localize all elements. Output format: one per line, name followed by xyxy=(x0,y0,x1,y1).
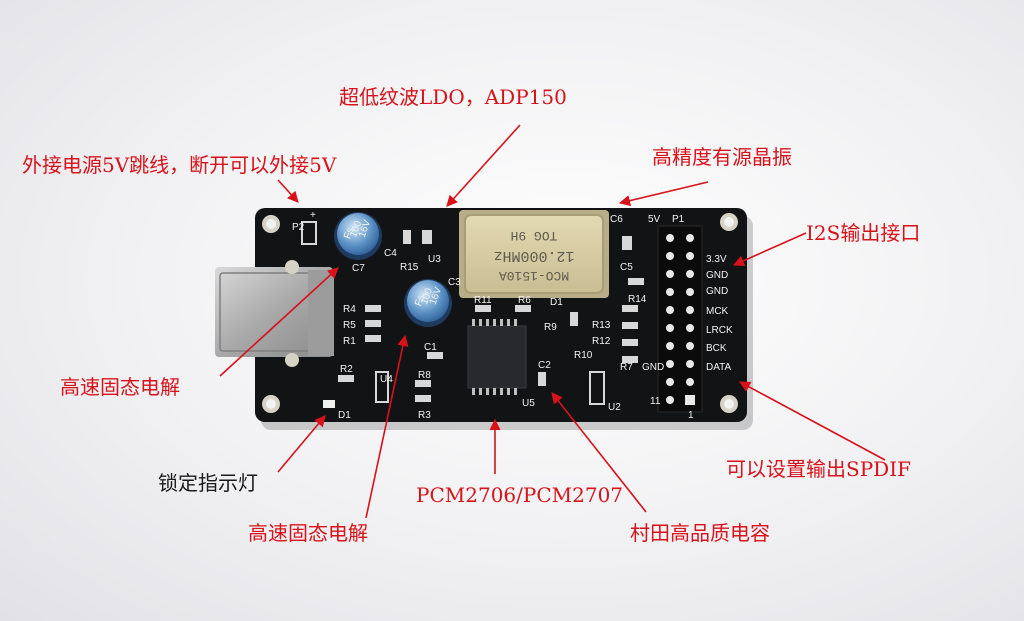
silk-c7: C7 xyxy=(352,263,365,274)
pcb-board xyxy=(255,208,747,422)
silk-u5: U5 xyxy=(522,398,535,409)
arrow-ldo xyxy=(446,124,521,207)
silk-d1: D1 xyxy=(338,410,351,421)
usb-connector xyxy=(215,260,334,367)
silk-r8: R8 xyxy=(418,370,431,381)
annotation-jumper: 外接电源5V跳线，断开可以外接5V xyxy=(22,153,337,177)
pin-label-3v3: 3.3V xyxy=(706,254,727,265)
silk-r9: R9 xyxy=(544,322,557,333)
annotation-murata: 村田高品质电容 xyxy=(630,521,770,545)
arrow-led xyxy=(277,415,326,473)
crystal-oscillator: MCO-1510A 12.000MHz TOG 9H xyxy=(459,210,609,298)
annotation-cap-left: 高速固态电解 xyxy=(60,375,180,399)
silk-r15: R15 xyxy=(400,262,419,273)
pin-label-gnd-2: GND xyxy=(706,286,728,297)
pin-label-data: DATA xyxy=(706,362,732,373)
silk-r14: R14 xyxy=(628,294,647,305)
pin-label-bck: BCK xyxy=(706,343,727,354)
silk-u4: U4 xyxy=(380,374,393,385)
silk-u2: U2 xyxy=(608,402,621,413)
silk-r13: R13 xyxy=(592,320,611,331)
silk-c1: C1 xyxy=(424,342,437,353)
oscillator-code-text: TOG 9H xyxy=(511,228,558,243)
mounting-holes xyxy=(262,213,738,413)
annotation-oscillator: 高精度有源晶振 xyxy=(652,145,792,169)
annotation-arrows xyxy=(219,124,886,519)
pin-label-gnd-1: GND xyxy=(706,270,728,281)
silk-r3: R3 xyxy=(418,410,431,421)
silk-u3: U3 xyxy=(428,254,441,265)
annotation-ldo: 超低纹波LDO，ADP150 xyxy=(339,85,567,109)
silk-c2: C2 xyxy=(538,360,551,371)
silk-r7: R7 xyxy=(620,362,633,373)
silk-c4: C4 xyxy=(384,248,397,259)
arrow-cap-bottom xyxy=(365,334,409,519)
arrow-i2s xyxy=(732,232,807,267)
oscillator-model-text: MCO-1510A xyxy=(499,268,569,283)
pin-header xyxy=(657,225,703,413)
silk-p2: P2 xyxy=(292,222,305,233)
silk-pin1: 1 xyxy=(688,410,694,421)
silk-c5: C5 xyxy=(620,262,633,273)
annotation-led: 锁定指示灯 xyxy=(158,471,258,495)
silk-r2: R2 xyxy=(340,364,353,375)
arrow-cap-left xyxy=(219,267,339,377)
pin-label-lrck: LRCK xyxy=(706,325,733,336)
silk-c6: C6 xyxy=(610,214,623,225)
silk-p1: P1 xyxy=(672,214,685,225)
silk-5v: 5V xyxy=(648,214,661,225)
silk-r5: R5 xyxy=(343,320,356,331)
arrow-jumper xyxy=(277,179,299,203)
annotation-cap-bottom: 高速固态电解 xyxy=(248,521,368,545)
cap-top-brand: Fs xyxy=(342,226,356,240)
silk-r12: R12 xyxy=(592,336,611,347)
arrow-murata xyxy=(551,392,647,513)
smd-components xyxy=(301,221,644,408)
silk-c3: C3 xyxy=(448,277,461,288)
silk-r6: R6 xyxy=(518,295,531,306)
pin-label-mck: MCK xyxy=(706,306,729,317)
cap-middle-brand: Fs xyxy=(413,294,427,308)
silk-plus: + xyxy=(310,210,316,221)
annotation-chip: PCM2706/PCM2707 xyxy=(416,483,624,507)
silk-r1: R1 xyxy=(343,336,356,347)
silk-gnd: GND xyxy=(642,362,664,373)
silkscreen: 3.3V GND GND MCK LRCK BCK DATA P1 5V P2 … xyxy=(292,210,733,421)
silk-r11: R11 xyxy=(474,295,492,306)
oscillator-frequency-text: 12.000MHz xyxy=(493,247,574,264)
pcm-chip xyxy=(467,319,527,395)
silk-d1-top: D1 xyxy=(550,297,563,308)
silk-r4: R4 xyxy=(343,304,356,315)
silk-r10: R10 xyxy=(574,350,593,361)
arrow-oscillator xyxy=(618,181,709,207)
capacitor-top: Fs 100 16V xyxy=(334,212,382,260)
annotation-spdif: 可以设置输出SPDIF xyxy=(726,457,911,481)
capacitor-middle: Fs 100 16V xyxy=(404,279,452,327)
annotation-i2s: I2S输出接口 xyxy=(806,221,921,245)
arrow-spdif xyxy=(739,381,886,461)
silk-pin11: 11 xyxy=(650,396,661,407)
